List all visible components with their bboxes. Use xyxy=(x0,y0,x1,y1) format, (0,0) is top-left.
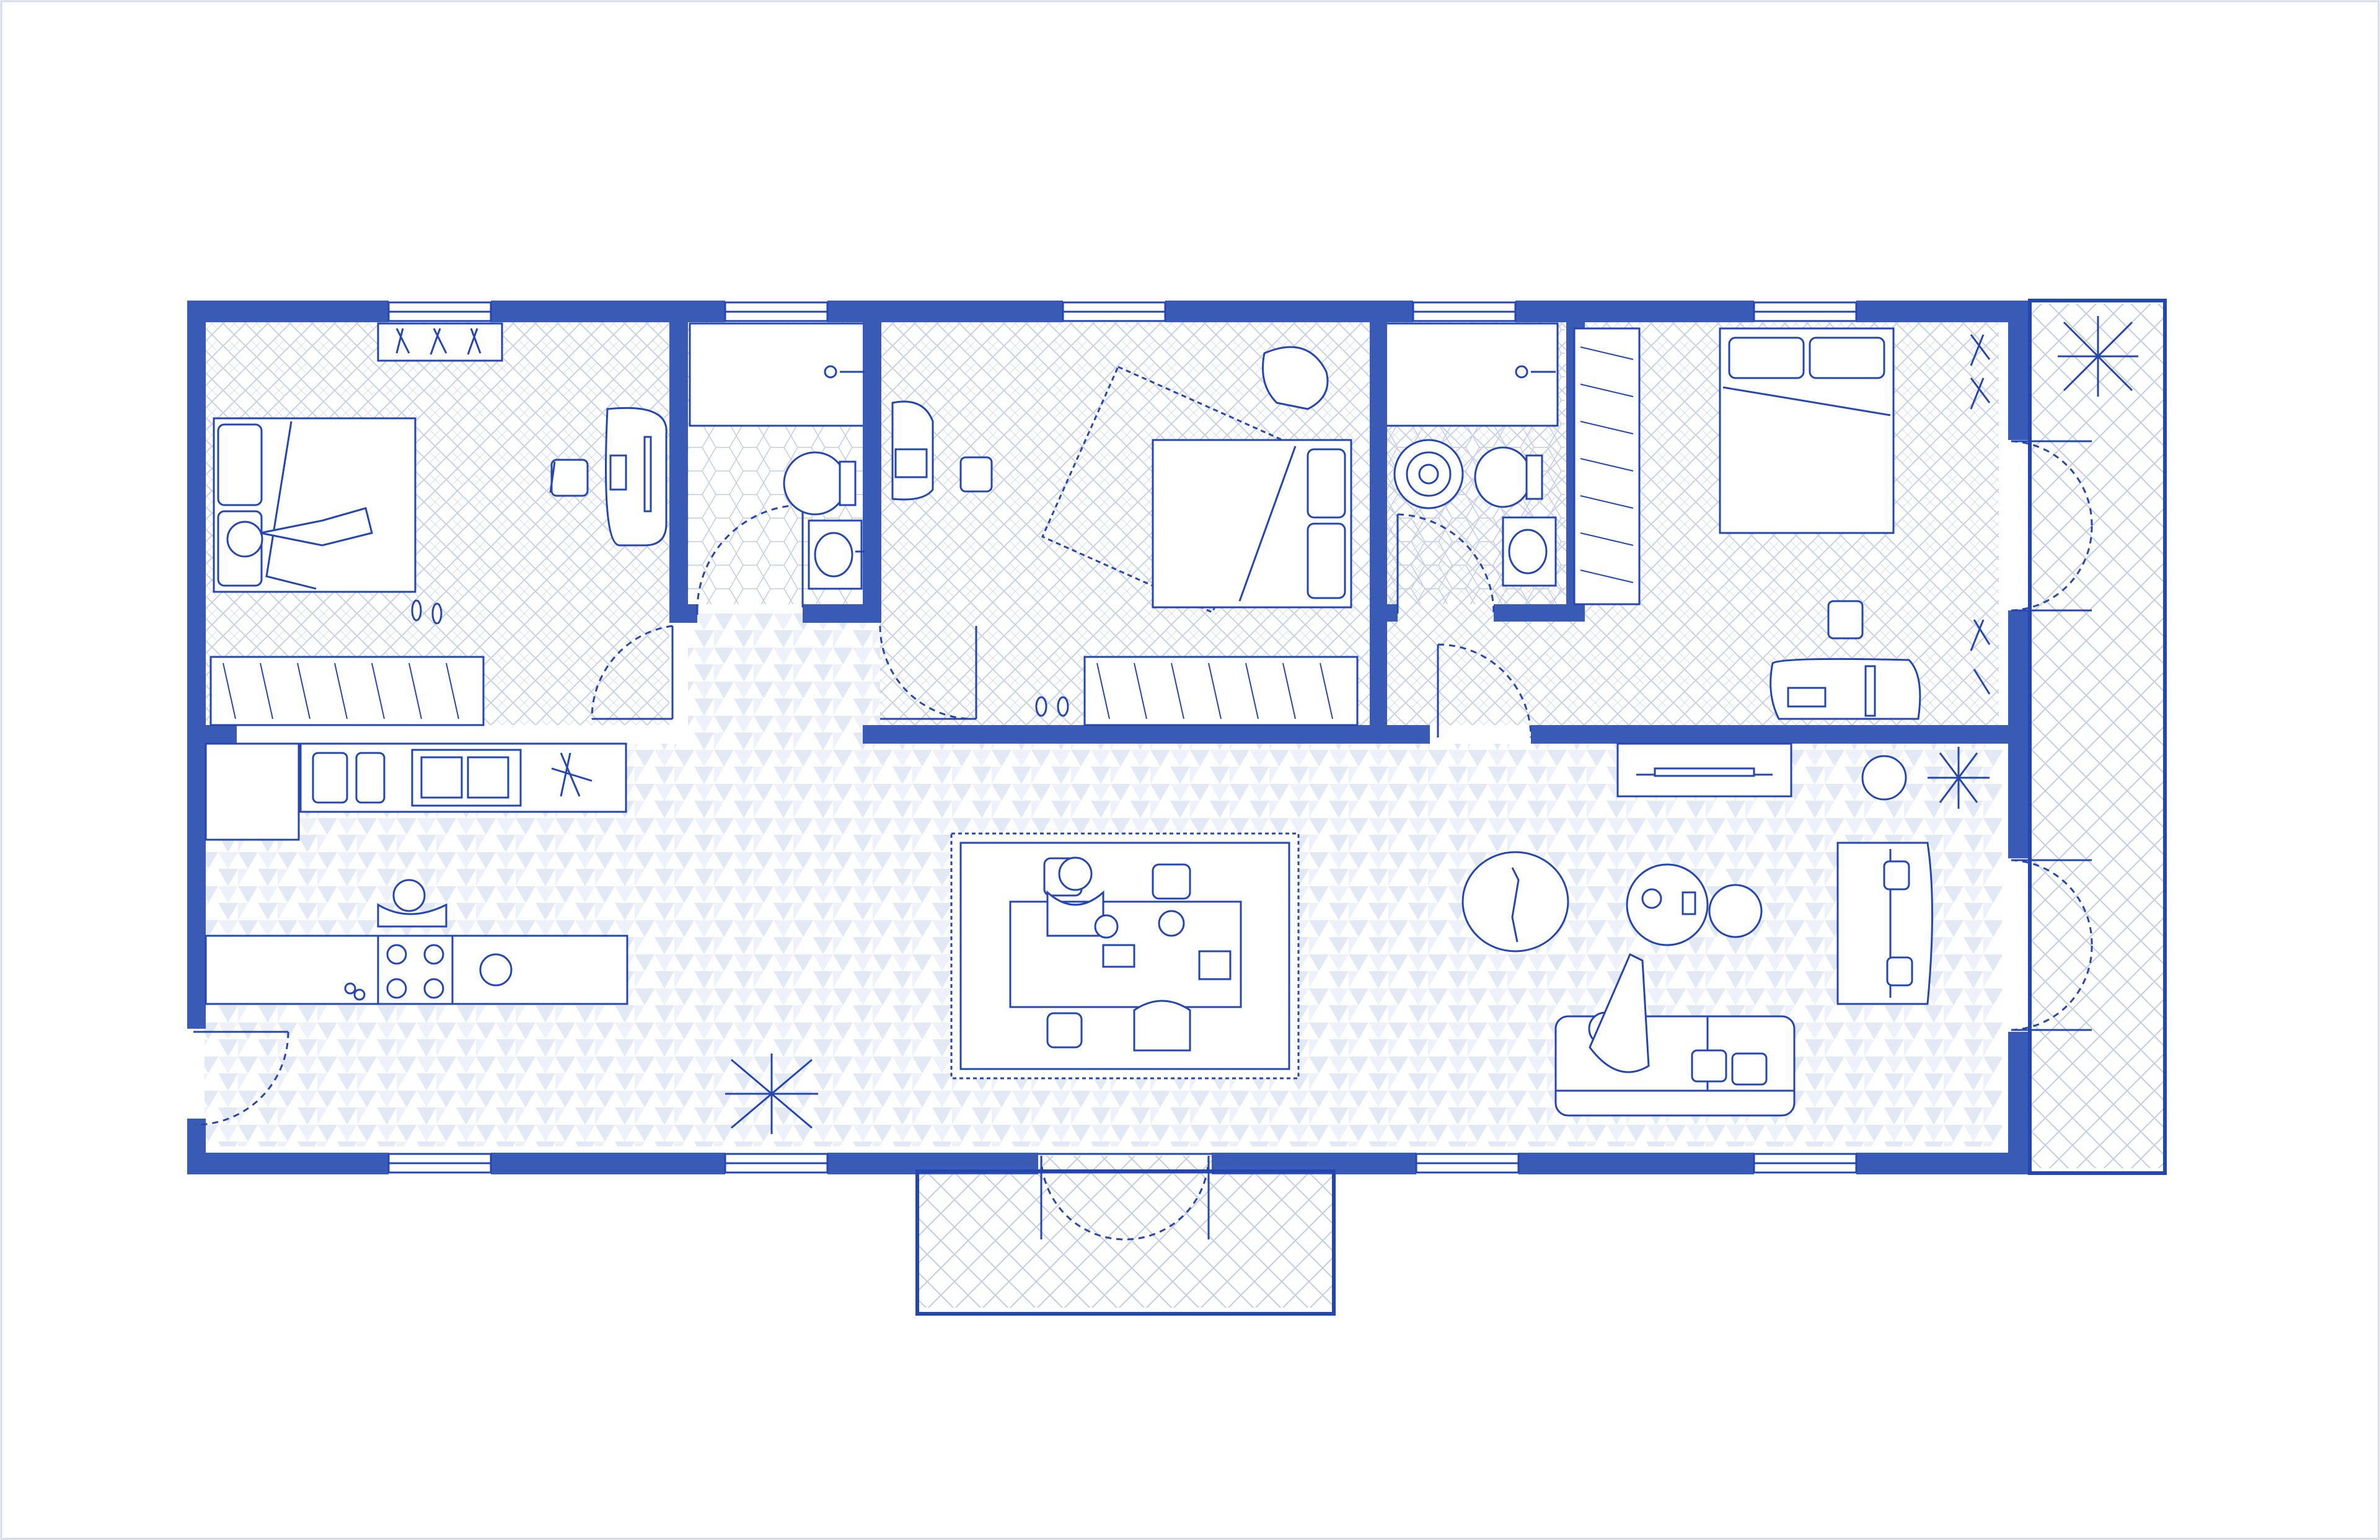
window-icon xyxy=(387,301,492,322)
side-balcony-floor xyxy=(2030,304,2163,1168)
shower-1 xyxy=(689,322,868,427)
door-swing-icon xyxy=(696,504,804,615)
chair-icon xyxy=(549,459,589,497)
plant-icon xyxy=(725,1054,818,1134)
windows xyxy=(387,301,1858,1174)
sink-icon xyxy=(1502,516,1557,587)
window-icon xyxy=(724,301,829,322)
plant-icon xyxy=(1970,334,1991,695)
plant-icon xyxy=(377,322,503,362)
sink-icon xyxy=(808,519,865,590)
walls xyxy=(187,301,2030,1174)
person-icon xyxy=(1046,856,1104,937)
front-balcony xyxy=(915,1169,1336,1316)
armchair-icon xyxy=(1836,842,1933,1005)
door-swing-icon xyxy=(879,625,977,720)
entry-floor xyxy=(205,1004,279,1146)
door-swing-icon xyxy=(1396,513,1495,614)
bathroom-1 xyxy=(783,365,865,590)
bedroom-2 xyxy=(891,346,1359,726)
person-icon xyxy=(1133,1000,1191,1052)
toilet-icon xyxy=(783,451,857,516)
doors xyxy=(193,440,2093,1241)
cat-icon xyxy=(1511,867,1520,943)
shower-2 xyxy=(1380,322,1559,427)
door-swing-icon xyxy=(1040,1155,1210,1241)
slippers-icon xyxy=(411,599,443,625)
window-icon xyxy=(1753,1153,1858,1174)
window-icon xyxy=(1415,1153,1520,1174)
coffee-table-icon xyxy=(1626,863,1763,946)
plant-icon xyxy=(1861,747,1990,809)
chair-icon xyxy=(1152,863,1191,900)
kitchen-sink-icon xyxy=(411,749,522,807)
door-swing-icon xyxy=(2011,859,2093,1031)
desk-icon xyxy=(1770,658,1921,720)
door-swing-icon xyxy=(591,625,674,720)
desk-icon xyxy=(891,400,934,501)
wardrobe-icon xyxy=(1573,327,1641,605)
chair-icon xyxy=(1827,600,1864,640)
bed-icon xyxy=(1719,327,1895,534)
bedroom-1 xyxy=(209,322,668,726)
kitchen xyxy=(205,742,628,1005)
window-icon xyxy=(1753,301,1858,322)
front-balcony-floor xyxy=(919,1156,1333,1308)
stove-icon xyxy=(377,935,454,1005)
plant-icon xyxy=(551,752,593,797)
window-icon xyxy=(1062,301,1166,322)
door-swing-icon xyxy=(1437,643,1532,738)
bed-icon xyxy=(213,417,416,593)
wardrobe-icon xyxy=(1083,656,1359,726)
desk-icon xyxy=(605,407,668,547)
person-icon xyxy=(377,879,447,928)
wardrobe-icon xyxy=(209,656,485,726)
corridor-floor xyxy=(688,614,880,744)
window-icon xyxy=(387,1153,492,1174)
fridge xyxy=(205,742,300,841)
rug-icon xyxy=(1393,439,1464,509)
person-icon xyxy=(1588,953,1650,1073)
bed-icon xyxy=(1152,439,1352,609)
bathroom-2 xyxy=(1393,365,1557,587)
plant-icon xyxy=(2058,316,2138,397)
person-icon xyxy=(226,507,373,558)
window-icon xyxy=(724,1153,829,1174)
chair-icon xyxy=(959,456,993,493)
armchair-icon xyxy=(1262,346,1329,410)
shower-icon xyxy=(824,365,865,379)
pan xyxy=(479,953,513,987)
chair-icon xyxy=(1046,1012,1083,1049)
dining-area xyxy=(950,832,1300,1080)
side-balcony xyxy=(2028,299,2167,1175)
tv-stand-icon xyxy=(1616,742,1792,798)
door-swing-icon xyxy=(2011,440,2093,612)
cutting-board xyxy=(312,752,386,804)
living-area xyxy=(725,742,1990,1134)
bedroom-3 xyxy=(1573,327,1991,720)
cups xyxy=(344,982,366,1001)
plates xyxy=(1094,910,1232,980)
shower-icon xyxy=(1515,365,1556,379)
toilet-icon xyxy=(1474,446,1543,508)
door-swing-icon xyxy=(193,1031,289,1126)
window-icon xyxy=(1412,301,1517,322)
shoes-icon xyxy=(1035,696,1069,717)
